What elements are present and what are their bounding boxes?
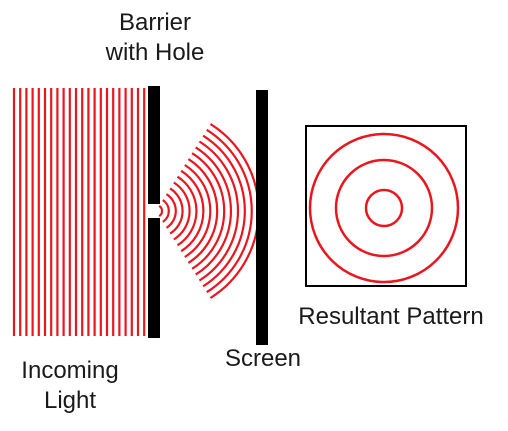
pattern-ring-middle [334, 158, 434, 258]
diffracted-wavefront-arc [191, 152, 226, 270]
pattern-rings [308, 132, 460, 284]
barrier-label: Barrier with Hole [70, 8, 240, 68]
incoming-light-label: Incoming Light [0, 356, 140, 416]
incoming-label-line1: Incoming [21, 357, 119, 384]
barrier-with-hole [148, 86, 160, 338]
resultant-pattern-label: Resultant Pattern [298, 303, 484, 330]
pattern-ring-outer [308, 132, 460, 284]
incoming-wavefronts [12, 88, 146, 336]
barrier-upper-segment [148, 86, 160, 204]
screen-label: Screen [224, 345, 302, 372]
barrier-label-line1: Barrier [118, 9, 191, 36]
diffracted-wavefront-arc [202, 134, 246, 288]
screen-bar [256, 90, 268, 345]
pattern-ring-inner [364, 188, 404, 228]
diffracted-wavefront-arc [173, 181, 191, 241]
diffracted-wavefront-arc [158, 204, 164, 218]
diffracted-wavefront-arc [195, 146, 233, 276]
diffracted-wavefront-arc [184, 164, 212, 258]
resultant-pattern-panel [305, 125, 467, 287]
diffracted-wavefront-arc [162, 199, 170, 223]
incoming-label-line2: Light [43, 387, 97, 414]
pattern-frame [305, 125, 467, 287]
barrier-label-line2: with Hole [105, 39, 205, 66]
diffracted-wavefront-arc [206, 128, 253, 294]
diffracted-wavefront-arc [198, 140, 239, 282]
diffracted-wavefronts [158, 123, 260, 299]
barrier-lower-segment [148, 218, 160, 338]
diffracted-wavefront-arc [165, 193, 177, 229]
diffracted-wavefront-arc [187, 158, 219, 264]
diffracted-wavefront-arc [169, 187, 184, 235]
diffracted-wavefront-arc [176, 175, 198, 247]
diffracted-wavefront-arc [180, 169, 205, 253]
